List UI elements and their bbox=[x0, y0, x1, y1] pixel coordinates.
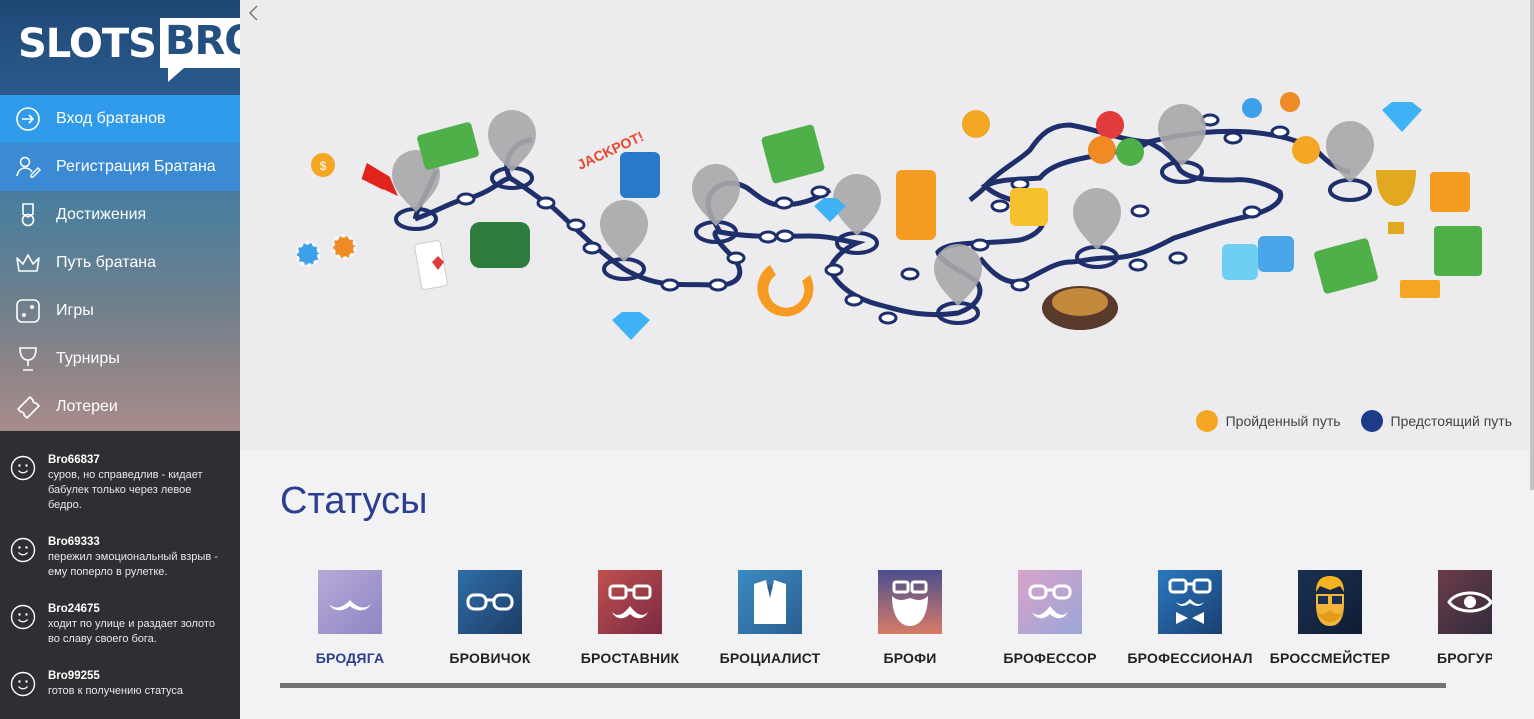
status-label: БРОВИЧОК bbox=[449, 650, 531, 666]
status-item[interactable]: БРОФЕССИОНАЛ bbox=[1120, 570, 1260, 666]
legend-upcoming-dot bbox=[1360, 410, 1383, 432]
path-map-illustration: $ bbox=[295, 92, 1482, 340]
mustache-icon bbox=[318, 570, 382, 634]
logo[interactable]: SLOTS BRO! bbox=[18, 18, 240, 82]
sidebar-item-login[interactable]: Вход братанов bbox=[0, 95, 240, 143]
statuses-title: Статусы bbox=[280, 480, 428, 522]
login-icon bbox=[14, 105, 42, 133]
svg-text:$: $ bbox=[320, 159, 327, 173]
feed-item: Bro24675 ходит по улице и раздает золото … bbox=[0, 602, 240, 647]
feed-item: Bro66837 суров, но справедлив - кидает ба… bbox=[0, 453, 240, 513]
medal-icon bbox=[14, 201, 42, 229]
status-label: БРОСТАВНИК bbox=[580, 650, 680, 666]
legend-upcoming-label: Предстоящий путь bbox=[1390, 413, 1512, 429]
main-content: $ bbox=[240, 0, 1534, 719]
status-label: БРОГУРУ bbox=[1436, 650, 1492, 666]
legend-passed-dot bbox=[1195, 410, 1218, 432]
status-label: БРОФИ bbox=[883, 650, 937, 666]
sidebar-item-label: Регистрация Братана bbox=[56, 158, 216, 175]
sidebar-item-bro-path[interactable]: Путь братана bbox=[0, 239, 240, 287]
feed-text: ходит по улице и раздает золото во славу… bbox=[48, 618, 215, 645]
status-item[interactable]: БРОГУРУ bbox=[1400, 570, 1492, 666]
bro-path-map: $ bbox=[240, 0, 1530, 450]
feed-username[interactable]: Bro24675 bbox=[48, 603, 100, 615]
sidebar-item-games[interactable]: Игры bbox=[0, 287, 240, 335]
status-item[interactable]: БРОФЕССОР bbox=[980, 570, 1120, 666]
glasses-mustache-icon bbox=[1018, 570, 1082, 634]
feed-item: Bro69333 пережил эмоциональный взрыв - ем… bbox=[0, 535, 240, 580]
suit-icon bbox=[738, 570, 802, 634]
status-label: БРОФЕССОР bbox=[1003, 650, 1097, 666]
sidebar-item-lotteries[interactable]: Лотереи bbox=[0, 383, 240, 431]
sidebar: SLOTS BRO! Вход братанов Регистрация Бра… bbox=[0, 0, 240, 719]
feed-username[interactable]: Bro69333 bbox=[48, 536, 100, 548]
page-scrollbar[interactable] bbox=[1530, 0, 1534, 490]
feed-username[interactable]: Bro66837 bbox=[48, 454, 100, 466]
legend-passed: Пройденный путь bbox=[1195, 410, 1341, 432]
sidebar-item-label: Достижения bbox=[56, 206, 147, 223]
register-icon bbox=[14, 153, 42, 181]
status-item[interactable]: БРОЦИАЛИСТ bbox=[700, 570, 840, 666]
sidebar-item-register[interactable]: Регистрация Братана bbox=[0, 143, 240, 191]
glasses-mustache-icon bbox=[598, 570, 662, 634]
carousel-scrollbar[interactable] bbox=[280, 683, 1446, 688]
statuses-section: Статусы БРОДЯГА БРОВИЧОК БРОСТАВНИК bbox=[240, 450, 1534, 719]
smiley-icon bbox=[10, 671, 36, 697]
sidebar-item-label: Турниры bbox=[56, 350, 120, 367]
logo-area: SLOTS BRO! bbox=[0, 0, 240, 95]
feed-username[interactable]: Bro99255 bbox=[48, 670, 100, 682]
dice-icon bbox=[14, 297, 42, 325]
map-legend: Пройденный путь Предстоящий путь bbox=[1176, 410, 1512, 432]
sidebar-item-tournaments[interactable]: Турниры bbox=[0, 335, 240, 383]
sidebar-item-label: Путь братана bbox=[56, 254, 156, 271]
legend-upcoming: Предстоящий путь bbox=[1360, 410, 1512, 432]
feed-text: суров, но справедлив - кидает бабулек то… bbox=[48, 469, 203, 511]
sidebar-item-label: Вход братанов bbox=[56, 110, 166, 127]
status-label: БРОФЕССИОНАЛ bbox=[1127, 650, 1253, 666]
glasses-icon bbox=[458, 570, 522, 634]
bowtie-icon bbox=[1158, 570, 1222, 634]
logo-bro-text: BRO! bbox=[159, 18, 240, 82]
sidebar-menu: Вход братанов Регистрация Братана Достиж… bbox=[0, 95, 240, 431]
legend-passed-label: Пройденный путь bbox=[1225, 413, 1341, 429]
golden-face-icon bbox=[1298, 570, 1362, 634]
bearded-face-icon bbox=[878, 570, 942, 634]
status-item[interactable]: БРОДЯГА bbox=[280, 570, 420, 666]
status-item[interactable]: БРОФИ bbox=[840, 570, 980, 666]
feed-text: готов к получению статуса bbox=[48, 685, 184, 697]
chevron-left-icon[interactable] bbox=[246, 4, 260, 22]
ticket-icon bbox=[14, 393, 42, 421]
feed-text: пережил эмоциональный взрыв - ему поперл… bbox=[48, 551, 218, 578]
status-item[interactable]: БРОССМЕЙСТЕР bbox=[1260, 570, 1400, 666]
status-label: БРОЦИАЛИСТ bbox=[719, 650, 821, 666]
feed-item: Bro99255 готов к получению статуса bbox=[0, 669, 240, 699]
status-label: БРОССМЕЙСТЕР bbox=[1269, 650, 1391, 666]
eye-icon bbox=[1438, 570, 1492, 634]
crown-icon bbox=[14, 249, 42, 277]
activity-feed: Bro66837 суров, но справедлив - кидает ба… bbox=[0, 431, 240, 719]
logo-slots-text: SLOTS bbox=[18, 21, 157, 67]
sidebar-item-label: Лотереи bbox=[56, 398, 118, 415]
statuses-carousel: БРОДЯГА БРОВИЧОК БРОСТАВНИК БРОЦИАЛИСТ bbox=[280, 570, 1492, 690]
status-item[interactable]: БРОВИЧОК bbox=[420, 570, 560, 666]
sidebar-item-achievements[interactable]: Достижения bbox=[0, 191, 240, 239]
sidebar-item-label: Игры bbox=[56, 302, 94, 319]
smiley-icon bbox=[10, 537, 36, 563]
status-item[interactable]: БРОСТАВНИК bbox=[560, 570, 700, 666]
status-label: БРОДЯГА bbox=[315, 650, 385, 666]
smiley-icon bbox=[10, 604, 36, 630]
trophy-icon bbox=[14, 345, 42, 373]
smiley-icon bbox=[10, 455, 36, 481]
